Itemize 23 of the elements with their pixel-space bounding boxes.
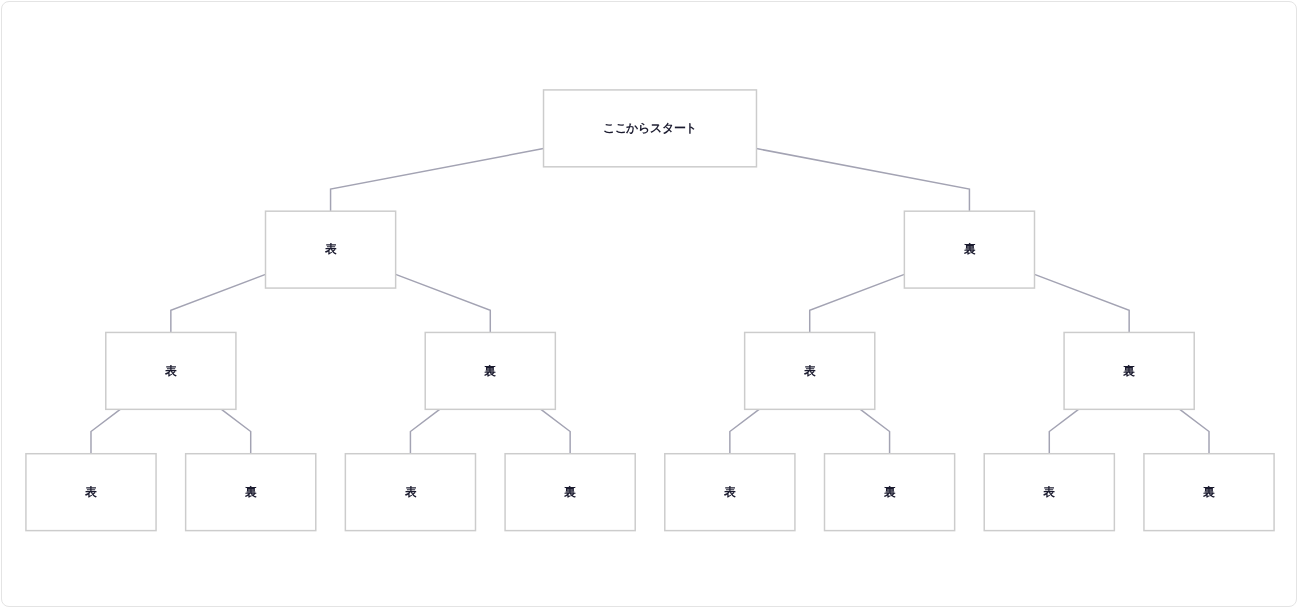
- node-box: 裏: [1063, 331, 1195, 410]
- node-box: 表: [344, 452, 477, 532]
- node-box: 表: [25, 452, 157, 532]
- connector: [1048, 408, 1080, 455]
- node-box: 表: [105, 331, 237, 410]
- node-box: 表: [983, 452, 1116, 532]
- node-box: 裏: [903, 210, 1036, 289]
- connector: [1179, 408, 1210, 455]
- node-box: ここからスタート: [542, 88, 758, 168]
- connector: [409, 408, 441, 455]
- node-box: 裏: [424, 331, 557, 410]
- connector: [859, 408, 891, 455]
- node-box: 裏: [504, 452, 636, 532]
- connector: [220, 408, 252, 455]
- node-box: 裏: [1143, 452, 1275, 532]
- connector: [729, 408, 760, 455]
- node-box: 裏: [823, 452, 956, 532]
- connector: [90, 408, 121, 455]
- connector: [540, 408, 571, 455]
- node-box: 表: [743, 331, 876, 410]
- node-box: 表: [664, 452, 796, 532]
- node-box: 裏: [184, 452, 317, 532]
- node-box: 表: [264, 210, 397, 289]
